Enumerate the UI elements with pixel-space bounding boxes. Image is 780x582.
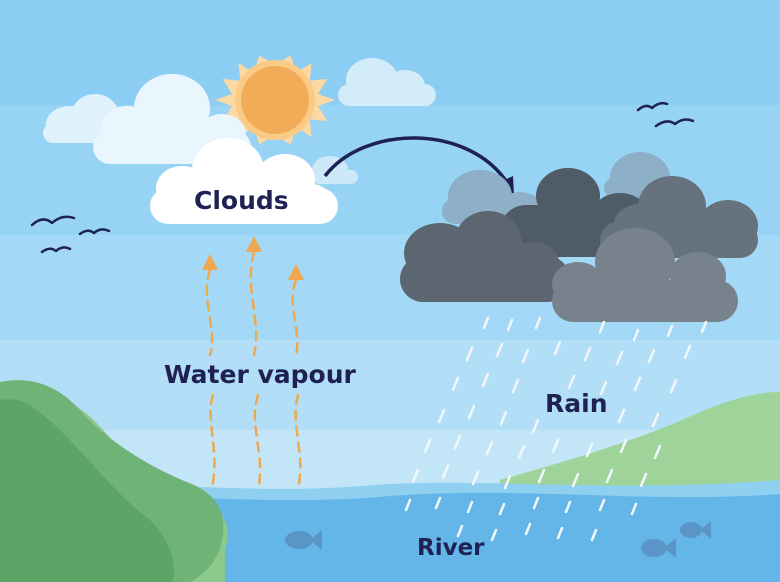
water-vapour-arrows — [205, 250, 302, 492]
left-hill — [0, 380, 228, 582]
cloud-icon — [338, 58, 436, 106]
water-vapour-label: Water vapour — [164, 360, 356, 389]
bird-icon — [30, 101, 695, 254]
rain-label: Rain — [545, 389, 608, 418]
river-label: River — [417, 535, 485, 561]
clouds-label: Clouds — [194, 186, 289, 215]
storm-clouds — [400, 152, 758, 322]
cloud-icon — [150, 138, 338, 224]
fish-icon — [641, 538, 676, 558]
rain-streaks — [404, 316, 708, 542]
fish-icon — [285, 530, 322, 550]
fish-icon — [680, 521, 711, 539]
sun-icon — [215, 55, 335, 145]
arrowhead-icon — [202, 236, 304, 280]
distant-hill — [500, 392, 780, 500]
